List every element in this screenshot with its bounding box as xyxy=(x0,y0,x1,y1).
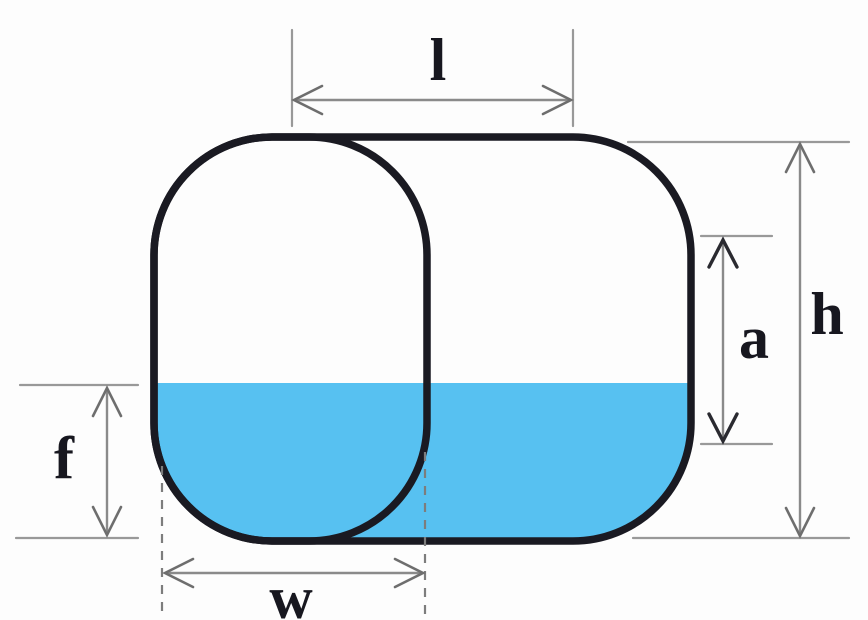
dim-label-a: a xyxy=(739,305,769,371)
dim-h-arrowhead-bottom xyxy=(784,506,816,539)
dim-label-h: h xyxy=(810,281,843,347)
dim-l-arrowhead-right xyxy=(541,84,574,116)
dim-w-arrowhead-left xyxy=(162,557,195,589)
dim-f-arrowhead-bottom xyxy=(91,505,123,538)
dim-label-l: l xyxy=(430,27,447,93)
dim-f-arrowhead-top xyxy=(91,385,123,418)
dim-w-arrowhead-right xyxy=(393,557,426,589)
dimension-l: l xyxy=(290,27,575,128)
dim-a-arrowhead-bottom xyxy=(707,412,739,445)
dim-a-arrowhead-top xyxy=(707,236,739,269)
dimension-a: a xyxy=(699,234,774,446)
dim-label-f: f xyxy=(54,425,75,491)
dim-l-arrowhead-left xyxy=(291,84,324,116)
tank-front-face-outline xyxy=(150,133,431,545)
dimension-f: f xyxy=(14,383,140,540)
dim-h-arrowhead-top xyxy=(784,141,816,174)
dim-label-w: w xyxy=(269,565,313,620)
dimension-h: h xyxy=(626,140,851,540)
dimension-w: w xyxy=(160,452,427,620)
